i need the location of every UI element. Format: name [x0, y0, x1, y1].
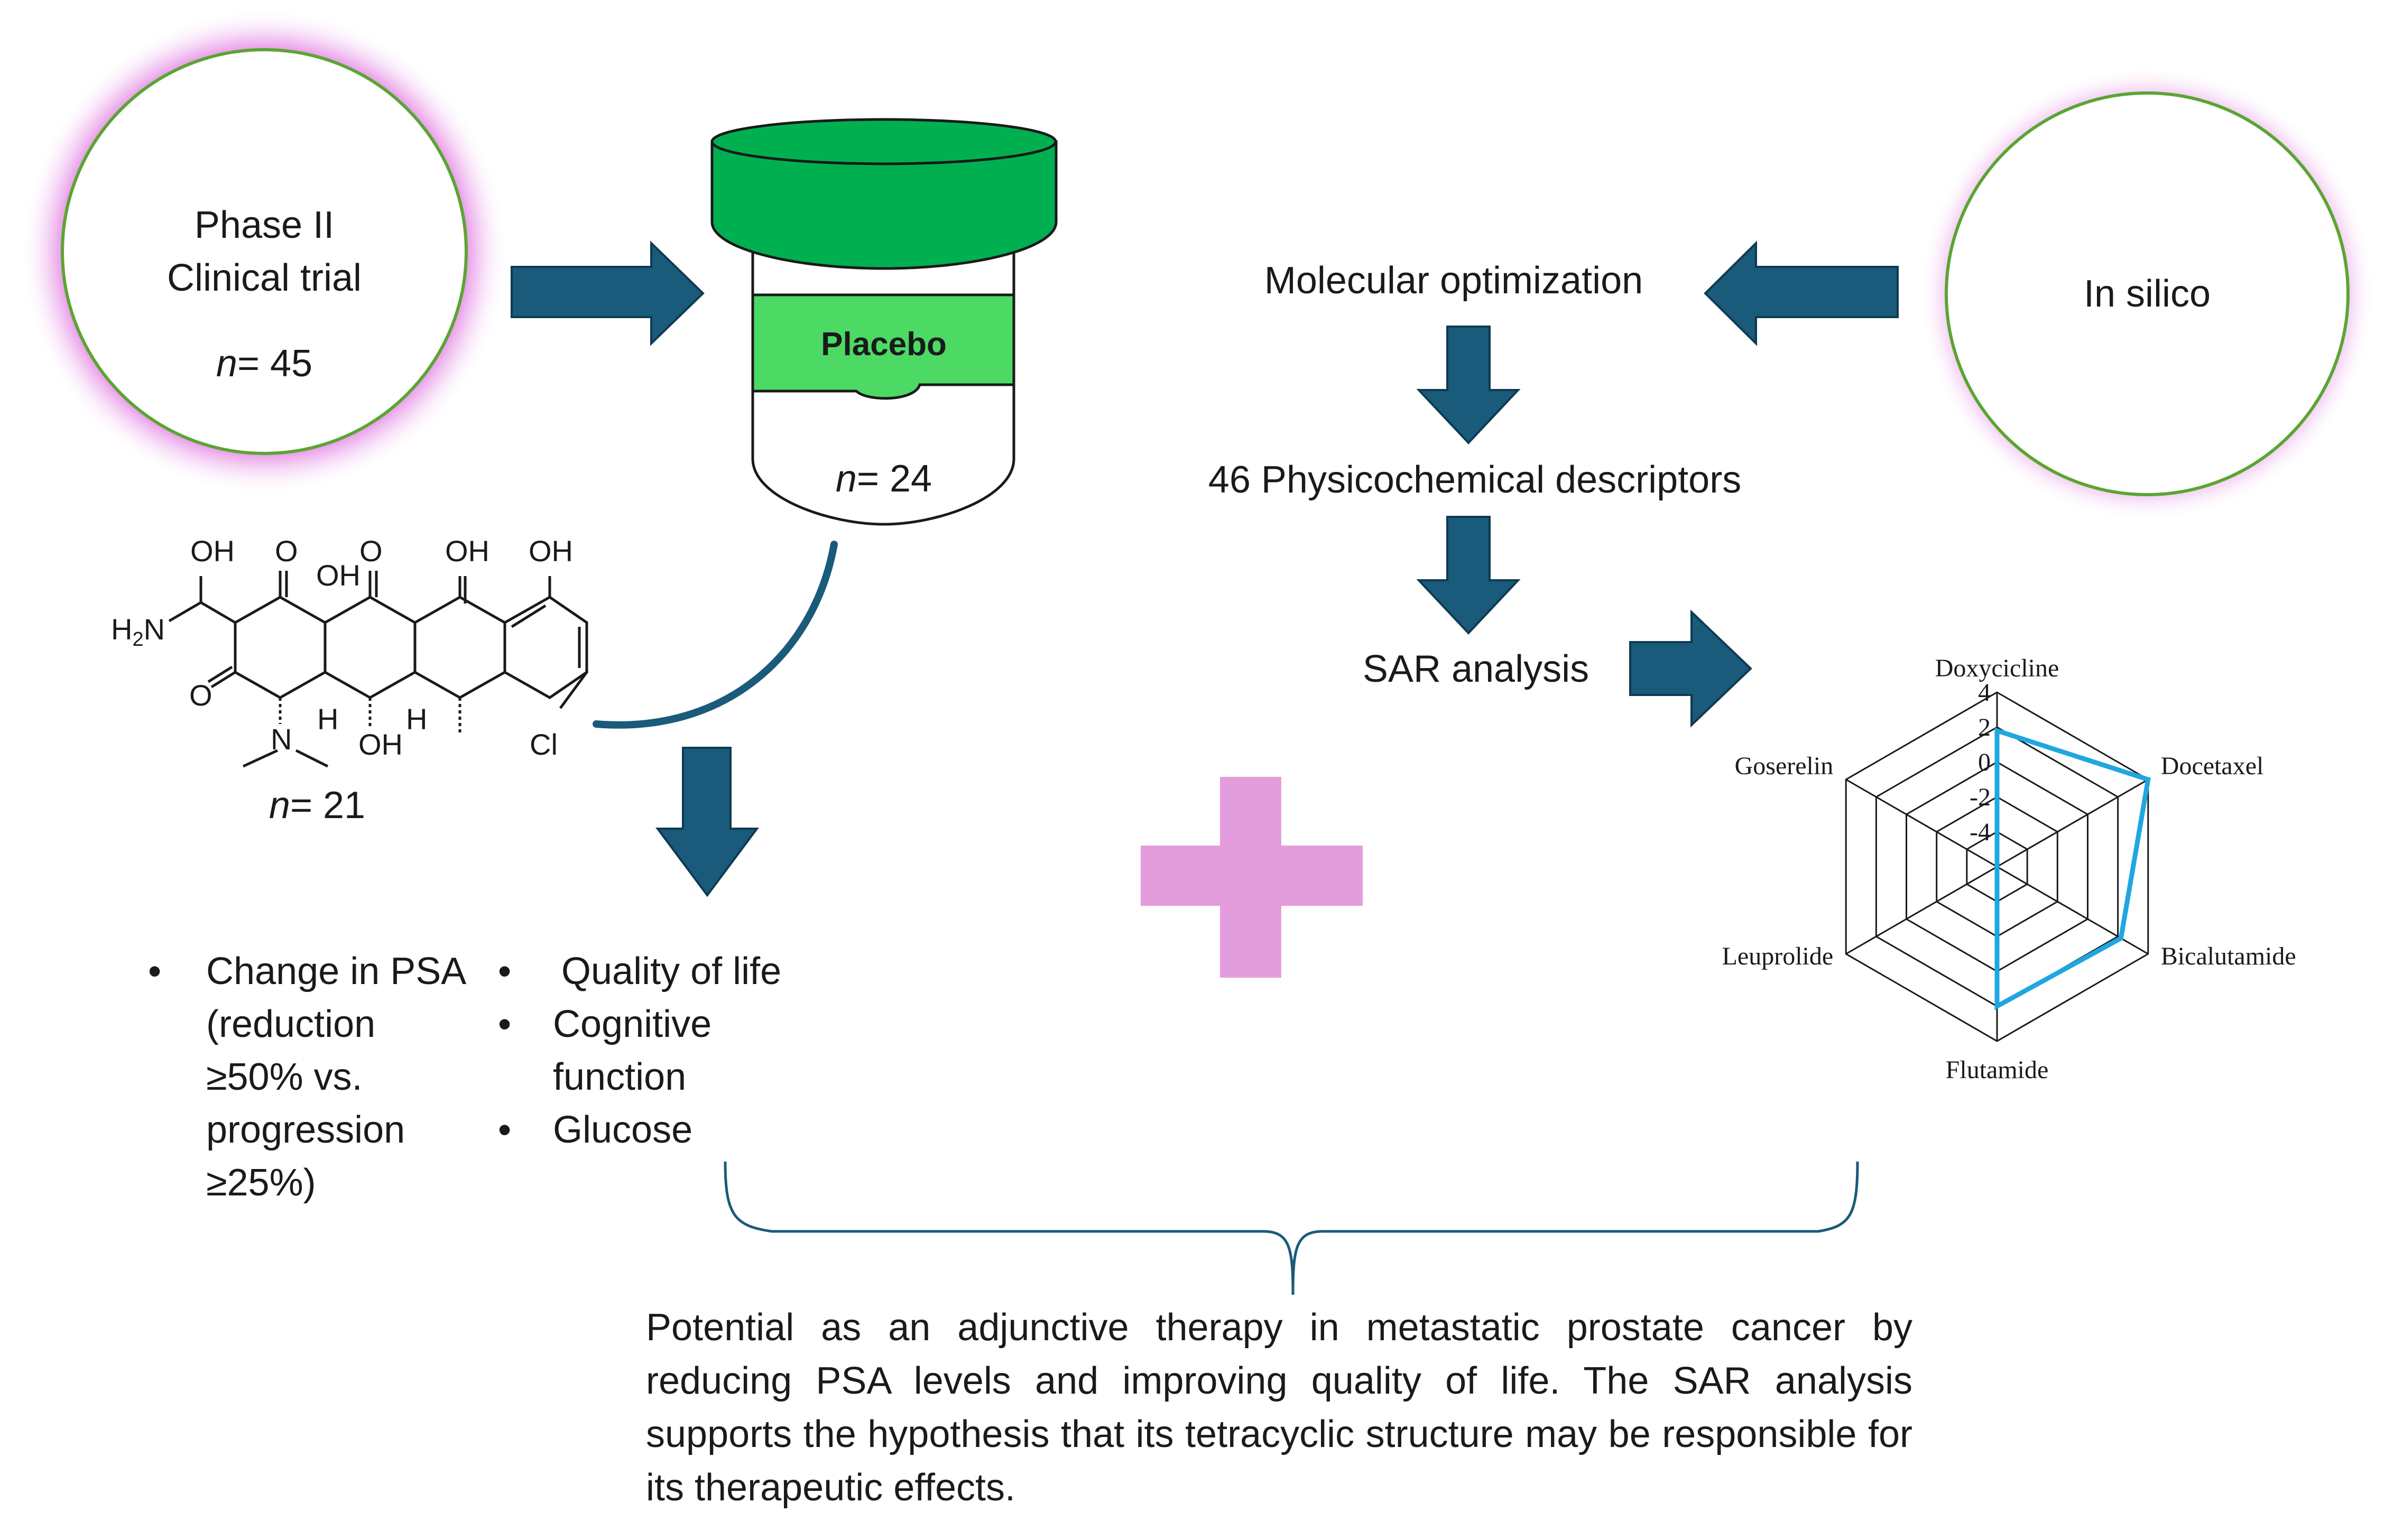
radar-tick-labels: 4 2 0 -2 -4 [1970, 679, 1991, 846]
atom-label-h2n: H2N [111, 613, 165, 651]
plus-sign [1141, 777, 1363, 978]
h2n-n: N [144, 613, 165, 646]
molecule-n-value: = 21 [290, 784, 365, 827]
bullet-left-line-3: ≥50% vs. [206, 1056, 363, 1098]
oxo-bond-3b [207, 665, 233, 683]
atom-label-o-3: O [189, 679, 212, 712]
oxo-bond-3 [210, 671, 236, 689]
radar-tick-label: -2 [1970, 783, 1991, 811]
bullet-left-line-1: Change in PSA [206, 950, 466, 992]
atom-label-n: N [271, 722, 292, 756]
jar-to-molecule-curve [593, 541, 838, 729]
molecule-n: n= 21 [269, 784, 365, 827]
arrow-to-outcomes [655, 747, 759, 897]
outcome-bullets-right: • Quality of life • Cognitive function •… [498, 950, 781, 1151]
doxycycline-structure [168, 571, 588, 768]
atom-label-oh-10: OH [445, 534, 489, 568]
atom-label-o-1: O [275, 534, 298, 568]
outcome-bullets-left: • Change in PSA (reduction ≥50% vs. prog… [148, 950, 466, 1204]
trial-circle-border [61, 48, 468, 455]
bullet-right-marker-2: • [498, 1003, 511, 1045]
methyl-bond-1 [242, 749, 279, 768]
bullet-left-line-2: (reduction [206, 1003, 375, 1045]
radar-axis-label: Bicalutamide [2161, 942, 2296, 970]
radar-tick-label: 2 [1978, 713, 1991, 741]
trial-n-symbol: n [216, 342, 237, 385]
bullet-right-marker-1: • [498, 950, 511, 992]
radar-axis-label: Flutamide [1946, 1056, 2049, 1084]
insilico-circle: In silico [1920, 67, 2374, 521]
summary-brace [724, 1161, 1859, 1295]
bullet-left-line-4: progression [206, 1109, 405, 1151]
amide-n-bond [168, 601, 202, 623]
aromatic-bond-1 [511, 604, 547, 628]
bullet-left-marker: • [148, 950, 161, 992]
radar-tick-label: -4 [1970, 818, 1991, 846]
radar-axis-labels: DoxyciclineDocetaxelBicalutamideFlutamid… [1722, 654, 2296, 1084]
radar-axis-label: Doxycicline [1935, 654, 2059, 682]
radar-axis-label: Goserelin [1735, 752, 1834, 780]
h2n-sub: 2 [132, 628, 143, 651]
atom-label-h-4a: H [317, 702, 338, 736]
molecule-n-symbol: n [269, 784, 290, 827]
summary-text: Potential as an adjunctive therapy in me… [646, 1306, 1912, 1509]
radar-spoke [1997, 778, 2149, 868]
atom-label-h-5a: H [406, 702, 427, 736]
insilico-label: In silico [2084, 273, 2211, 315]
bullet-right-marker-3: • [498, 1109, 511, 1151]
atom-label-oh-1: OH [190, 534, 235, 568]
bullet-right-cognitive: Cognitive [553, 1003, 711, 1045]
placebo-jar: Placebo n= 24 [710, 118, 1058, 526]
arrow-sar-to-radar [1629, 609, 1752, 728]
atom-label-o-11: O [359, 534, 383, 568]
insilico-circle-border [1945, 91, 2350, 496]
step-physicochemical-descriptors: 46 Physicochemical descriptors [1208, 459, 1741, 501]
cl-bond [559, 671, 588, 709]
trial-circle-line1: Phase II [195, 204, 334, 246]
amide-bond [200, 601, 236, 624]
placebo-n: n= 24 [836, 458, 932, 500]
arrow-insilico-to-optimization [1704, 240, 1899, 346]
bullet-right-function: function [553, 1056, 686, 1098]
plus-horizontal [1141, 846, 1363, 906]
radar-tick-label: 4 [1978, 679, 1991, 707]
radar-chart: 4 2 0 -2 -4 DoxyciclineDocetaxelBicalutamide… [1722, 654, 2296, 1084]
radar-tick-label: 0 [1978, 748, 1991, 776]
jar-lid-top [710, 118, 1057, 165]
jar-label-band [751, 293, 1015, 400]
atom-label-cl: Cl [530, 728, 558, 761]
radar-series-line [1994, 727, 2151, 1010]
arrow-trial-to-placebo [511, 240, 705, 346]
trial-n-value: = 45 [237, 342, 312, 385]
atom-label-oh-9: OH [529, 534, 573, 568]
radar-spoke [1845, 866, 1998, 955]
placebo-n-value: = 24 [857, 458, 932, 500]
radar-axis-label: Leuprolide [1722, 942, 1834, 970]
bullet-right-quality-of-life: Quality of life [561, 950, 781, 992]
arrow-optimization-to-descriptors [1416, 326, 1521, 444]
trial-circle-n: n= 45 [216, 342, 312, 385]
atom-labels: OH O OH O OH OH H2N O H H OH N Cl [111, 534, 573, 761]
radar-series [1994, 727, 2151, 1010]
bullet-left-line-5: ≥25%) [206, 1162, 316, 1204]
flow-arrows [511, 240, 1899, 897]
arrow-descriptors-to-sar [1416, 516, 1521, 635]
atom-label-oh-12a: OH [316, 559, 361, 592]
jar-lid-side [710, 140, 1058, 270]
h2n-h: H [111, 613, 132, 646]
atom-label-oh-5: OH [358, 728, 403, 761]
radar-axis-label: Docetaxel [2161, 752, 2264, 780]
placebo-label: Placebo [821, 326, 947, 363]
step-sar-analysis: SAR analysis [1363, 648, 1589, 690]
methyl-bond-2 [295, 749, 329, 768]
bullet-right-glucose: Glucose [553, 1109, 692, 1151]
trial-circle: Phase II Clinical trial n= 45 [21, 8, 507, 495]
step-molecular-optimization: Molecular optimization [1264, 259, 1643, 302]
trial-circle-line2: Clinical trial [167, 257, 362, 299]
placebo-n-symbol: n [836, 458, 857, 500]
radar-spoke [1845, 778, 1998, 868]
